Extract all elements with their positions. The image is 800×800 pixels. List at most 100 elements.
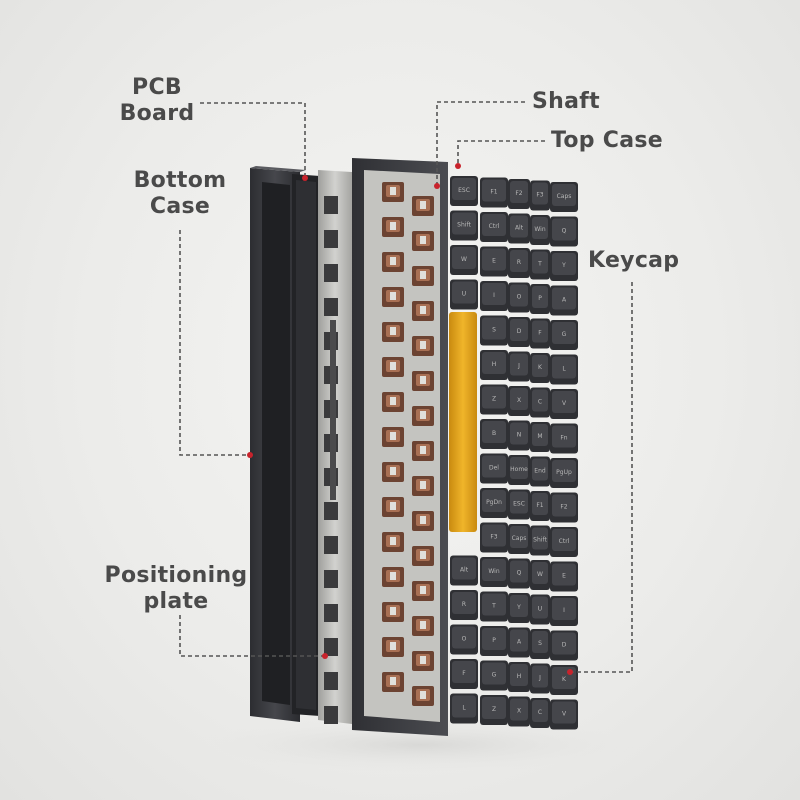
keycap-legend: F3 xyxy=(536,192,543,199)
keycap: S xyxy=(530,629,550,659)
switch-shaft xyxy=(412,581,434,601)
keycap: I xyxy=(480,281,508,311)
keycap-legend: G xyxy=(562,331,567,338)
keycap: F2 xyxy=(508,179,530,209)
bottom-case-label-line1: Bottom xyxy=(133,168,227,193)
switch-shaft xyxy=(382,602,404,622)
keycap: Win xyxy=(530,215,550,245)
switch-shaft xyxy=(382,217,404,237)
pcb-board-label-line2: Board xyxy=(119,101,195,126)
keycap: Caps xyxy=(508,524,530,554)
keycap: K xyxy=(550,665,578,695)
keycap: N xyxy=(508,420,530,451)
keycap-legend: X xyxy=(517,708,521,715)
keycap: H xyxy=(480,350,508,380)
keycap-legend: Home xyxy=(510,466,528,473)
keycap: V xyxy=(550,389,578,419)
keycap: Y xyxy=(550,251,578,281)
keycap-legend: Alt xyxy=(460,567,469,574)
keycap-legend: Y xyxy=(516,604,521,611)
keycap: E xyxy=(480,246,508,277)
plate-hole xyxy=(324,264,338,282)
keycap-legend: T xyxy=(491,603,496,610)
keycap-legend: S xyxy=(492,327,496,334)
keycap-legend: End xyxy=(534,468,546,475)
switch-shaft xyxy=(412,301,434,321)
plate-hole xyxy=(324,570,338,588)
keycap: E xyxy=(550,561,578,592)
keycap: I xyxy=(550,596,578,626)
keycap-legend: R xyxy=(517,259,521,266)
plate-hole xyxy=(324,604,338,622)
keycap-legend: Shift xyxy=(533,537,547,544)
keycap-legend: Y xyxy=(561,262,566,269)
keycap-legend: Win xyxy=(534,226,545,233)
keycap-legend: A xyxy=(517,639,522,646)
top-case-label: Top Case xyxy=(551,128,664,153)
keycap-legend: X xyxy=(517,397,521,404)
keycap: Z xyxy=(480,384,508,415)
keycap: U xyxy=(530,594,550,625)
keycap: A xyxy=(550,285,578,316)
keycap-legend: P xyxy=(492,637,496,644)
switch-shaft xyxy=(412,266,434,286)
pcb-board-part xyxy=(292,174,320,716)
keycap-legend: P xyxy=(538,295,542,302)
pcb-board-label-line1: PCB xyxy=(132,75,182,100)
keycap-legend: F xyxy=(538,330,542,337)
keycap-legend: F2 xyxy=(515,190,522,197)
keycap-legend: O xyxy=(517,294,522,301)
switch-shaft xyxy=(412,686,434,706)
keycap: Shift xyxy=(530,525,550,556)
switch-shaft xyxy=(382,567,404,587)
keycap-legend: Caps xyxy=(512,535,527,542)
keycap-legend: ESC xyxy=(513,501,525,508)
keycap: C xyxy=(530,387,550,418)
keycap: J xyxy=(530,663,550,694)
keycap-legend: D xyxy=(562,642,567,649)
keycap-legend: N xyxy=(517,432,522,439)
keycap: D xyxy=(508,317,530,347)
positioning-plate-label: Positioning plate xyxy=(96,563,256,615)
switch-shaft xyxy=(382,322,404,342)
keycap: ESC xyxy=(450,176,478,206)
keycap-legend: R xyxy=(462,601,466,608)
keycap: L xyxy=(450,693,478,724)
keycap-legend: PgDn xyxy=(486,499,502,506)
plate-hole xyxy=(324,230,338,248)
switch-shaft xyxy=(412,231,434,251)
keycap-legend: F xyxy=(462,670,466,677)
keycap-legend: A xyxy=(562,297,567,304)
keycap-legend: Q xyxy=(517,570,522,577)
switch-shaft xyxy=(412,371,434,391)
switch-shaft xyxy=(382,637,404,657)
switch-shaft xyxy=(382,462,404,482)
keycap: End xyxy=(530,456,550,487)
keycap: Fn xyxy=(550,423,578,454)
switch-shaft xyxy=(382,427,404,447)
plate-hole xyxy=(324,706,338,724)
keycap: V xyxy=(550,699,578,730)
keycap: F3 xyxy=(480,522,508,553)
keycap: Ctrl xyxy=(480,212,508,242)
keycap: T xyxy=(480,591,508,622)
keycap-legend: Alt xyxy=(515,225,524,232)
keycap: S xyxy=(480,315,508,346)
keycap: F xyxy=(530,318,550,349)
keycap: P xyxy=(530,284,550,314)
keycap: Del xyxy=(480,453,508,484)
switch-shaft xyxy=(382,252,404,272)
keycap-legend: G xyxy=(492,672,497,679)
plate-hole xyxy=(324,536,338,554)
keycap: Home xyxy=(508,455,530,485)
keycap-label: Keycap xyxy=(588,248,680,273)
keycap-legend: Win xyxy=(488,568,499,575)
keycap-legend: T xyxy=(537,261,542,268)
switch-shaft xyxy=(412,336,434,356)
switch-shaft xyxy=(382,392,404,412)
keycap: O xyxy=(508,282,530,313)
keycap: K xyxy=(530,353,550,383)
keycap: F2 xyxy=(550,492,578,523)
